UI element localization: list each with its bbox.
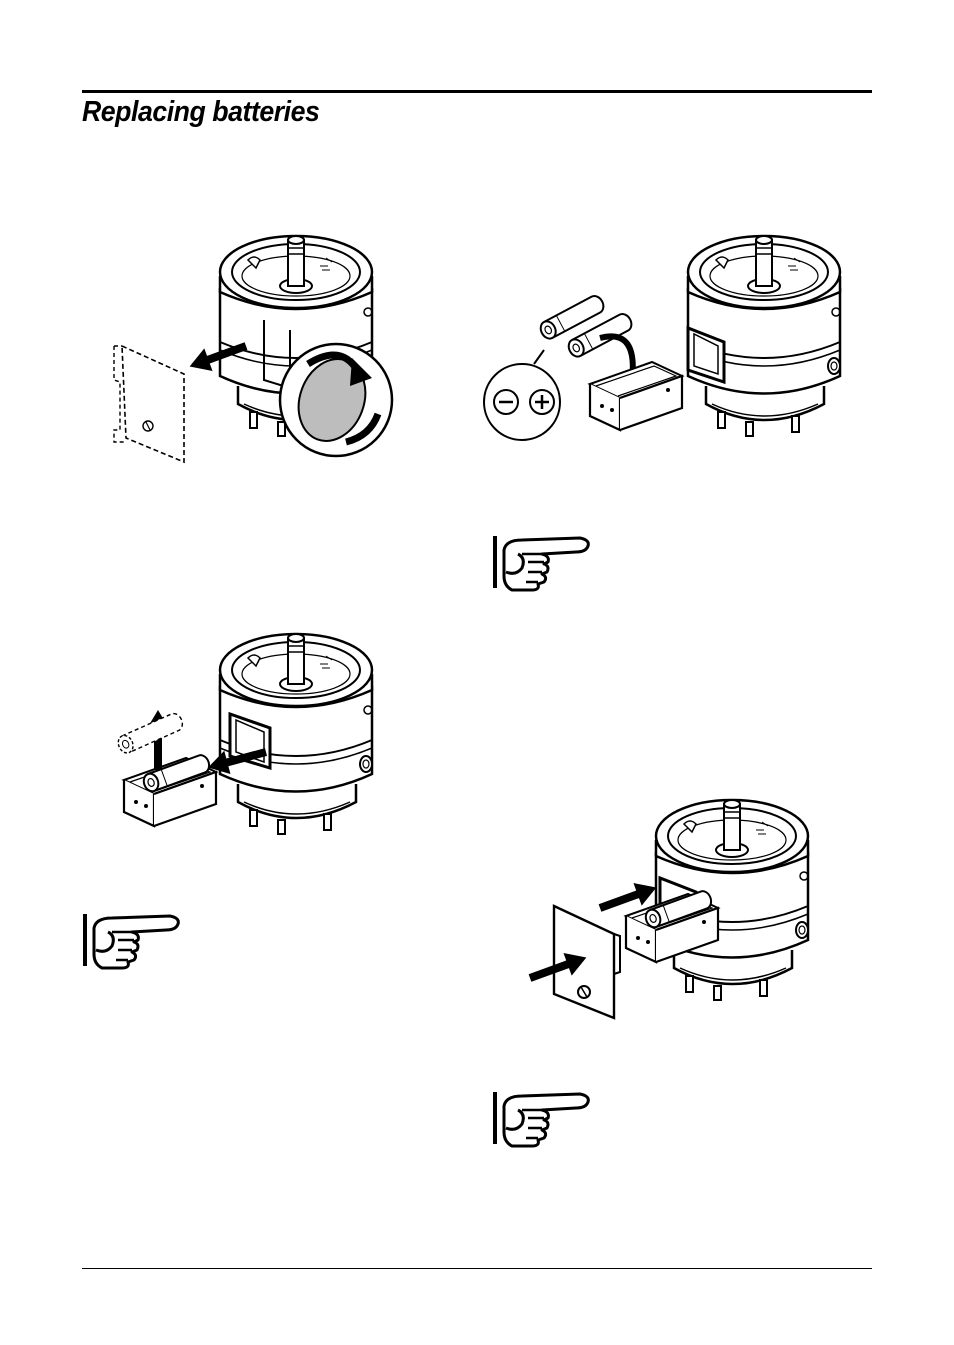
figure-remove-cover-drawing bbox=[100, 230, 400, 470]
pointing-hand-icon bbox=[492, 532, 592, 592]
top-rule bbox=[82, 90, 872, 93]
note-hand-2 bbox=[82, 910, 182, 970]
figure-remove-holder bbox=[108, 628, 378, 848]
figure-insert-batteries-drawing bbox=[480, 232, 840, 452]
cover-outline-icon bbox=[122, 346, 184, 462]
old-battery-icon bbox=[116, 711, 185, 755]
note-hand-1 bbox=[492, 532, 592, 592]
note-hand-3 bbox=[492, 1088, 592, 1148]
polarity-detail-icon bbox=[484, 350, 560, 440]
figure-remove-cover bbox=[100, 230, 400, 470]
figure-reinsert bbox=[520, 796, 820, 1026]
figure-insert-batteries bbox=[480, 232, 840, 452]
bottom-rule bbox=[82, 1268, 872, 1269]
pointing-hand-icon bbox=[492, 1088, 592, 1148]
page-title: Replacing batteries bbox=[82, 96, 319, 129]
figure-reinsert-drawing bbox=[520, 796, 820, 1026]
figure-remove-holder-drawing bbox=[108, 628, 378, 848]
battery-holder-icon bbox=[590, 362, 682, 430]
pointing-hand-icon bbox=[82, 910, 182, 970]
